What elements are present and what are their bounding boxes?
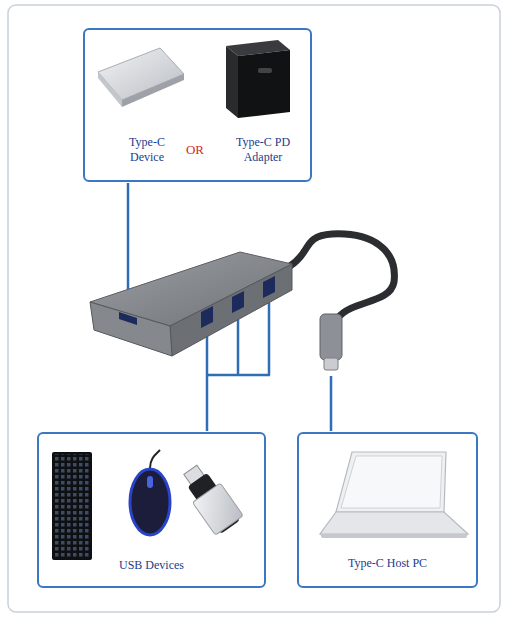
keyboard <box>52 452 92 560</box>
usb-hub <box>90 234 394 370</box>
usb-c-plug <box>320 314 342 360</box>
host-pc-box: Type-C Host PC <box>297 432 478 588</box>
label-row: Type-C Host PC <box>299 556 476 571</box>
usb-a-port <box>232 291 244 313</box>
mouse <box>150 450 160 468</box>
hub-body <box>90 302 172 356</box>
laptop <box>320 452 468 538</box>
label-row: USB Devices <box>39 558 264 573</box>
mouse <box>130 469 170 535</box>
pd-adapter <box>226 40 290 118</box>
pd-adapter <box>258 68 272 73</box>
keyboard <box>54 454 90 558</box>
power-or-device-box: Type-C DeviceOR Type-C PD Adapter <box>83 28 312 182</box>
laptop <box>320 534 468 538</box>
mouse <box>130 450 170 535</box>
hub-body <box>170 264 292 356</box>
host-label: Type-C Host PC <box>318 556 458 571</box>
laptop <box>341 456 442 508</box>
device-label: Type-C Device <box>115 135 179 165</box>
ssd-device <box>122 74 184 107</box>
ssd-device <box>98 48 184 107</box>
outer-frame <box>8 5 500 612</box>
keyboard <box>52 452 92 560</box>
laptop <box>320 512 468 534</box>
wire <box>268 296 271 375</box>
usb-stick <box>192 483 243 535</box>
pd-adapter <box>226 46 238 118</box>
usb-stick <box>176 460 244 537</box>
usb-c-plug <box>324 358 338 370</box>
pd-adapter <box>238 50 290 118</box>
or-label: OR <box>180 142 210 158</box>
wire <box>330 376 333 431</box>
usb-c-port <box>119 312 137 325</box>
wire <box>206 375 209 431</box>
adapter-label: Type-C PD Adapter <box>227 135 299 165</box>
devices-label: USB Devices <box>92 558 212 573</box>
hub-cable <box>290 234 394 318</box>
wire <box>206 374 270 377</box>
usb-a-port <box>201 306 213 328</box>
usb-a-port <box>263 276 275 298</box>
laptop <box>336 452 446 512</box>
ssd-device <box>98 72 122 107</box>
label-row: Type-C DeviceOR Type-C PD Adapter <box>85 135 310 165</box>
usb-devices-box: USB Devices <box>37 432 266 588</box>
mouse <box>147 476 153 488</box>
